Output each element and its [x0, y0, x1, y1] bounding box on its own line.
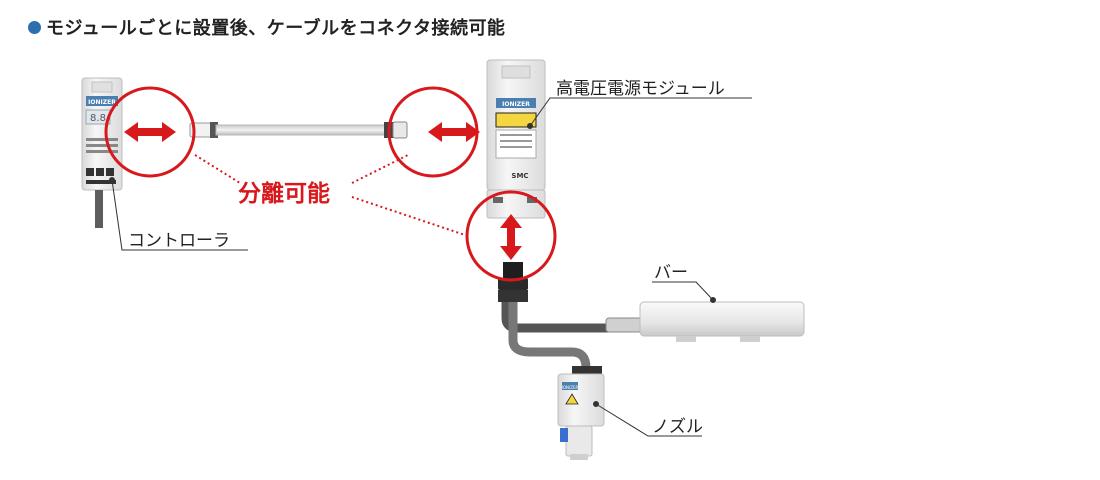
nozzle-warning-icon — [565, 393, 579, 405]
dotted-leader-lines — [194, 154, 469, 237]
leader-module — [529, 97, 752, 127]
highlight-circle-controller — [104, 86, 196, 178]
bullet-dot-icon — [28, 20, 41, 34]
ionizer-bar — [605, 301, 805, 342]
callout-leaders — [109, 97, 752, 437]
module-brand: SMC — [511, 172, 528, 180]
controller-device: IONIZER 8.8 — [81, 77, 123, 228]
double-arrow-horizontal-icon — [428, 122, 480, 142]
module-output-connector — [503, 262, 523, 280]
module-badge — [496, 98, 536, 108]
callout-bar: バー — [654, 263, 688, 283]
callout-nozzle: ノズル — [652, 417, 703, 437]
leader-controller — [111, 179, 248, 251]
heading: モジュールごとに設置後、ケーブルをコネクタ接続可能 — [28, 14, 505, 40]
ionizer-nozzle: IONIZER — [557, 366, 605, 460]
controller-power-cable — [95, 190, 103, 228]
display-digits: 8.8 — [90, 113, 106, 124]
callout-hv-module: 高電圧電源モジュール — [556, 79, 725, 99]
controller-badge — [86, 96, 118, 106]
leader-bar — [652, 281, 714, 301]
module-output-cables — [498, 262, 608, 369]
module-badge-text: IONIZER — [502, 101, 530, 108]
controller-module-cable — [189, 121, 408, 139]
double-arrow-vertical-icon — [500, 214, 522, 260]
separable-label: 分離可能 — [238, 181, 330, 207]
leader-nozzle — [595, 403, 702, 437]
callout-controller: コントローラ — [128, 231, 230, 251]
double-arrow-horizontal-icon — [124, 122, 176, 142]
nozzle-badge-text: IONIZER — [562, 385, 579, 390]
warning-label — [495, 112, 537, 128]
separation-highlights — [104, 86, 557, 282]
connector-right — [392, 121, 408, 139]
heading-text: モジュールごとに設置後、ケーブルをコネクタ接続可能 — [46, 18, 506, 39]
hv-power-module: IONIZER SMC — [486, 59, 546, 219]
nozzle-blue-fitting — [560, 428, 568, 442]
controller-badge-text: IONIZER — [88, 99, 116, 106]
